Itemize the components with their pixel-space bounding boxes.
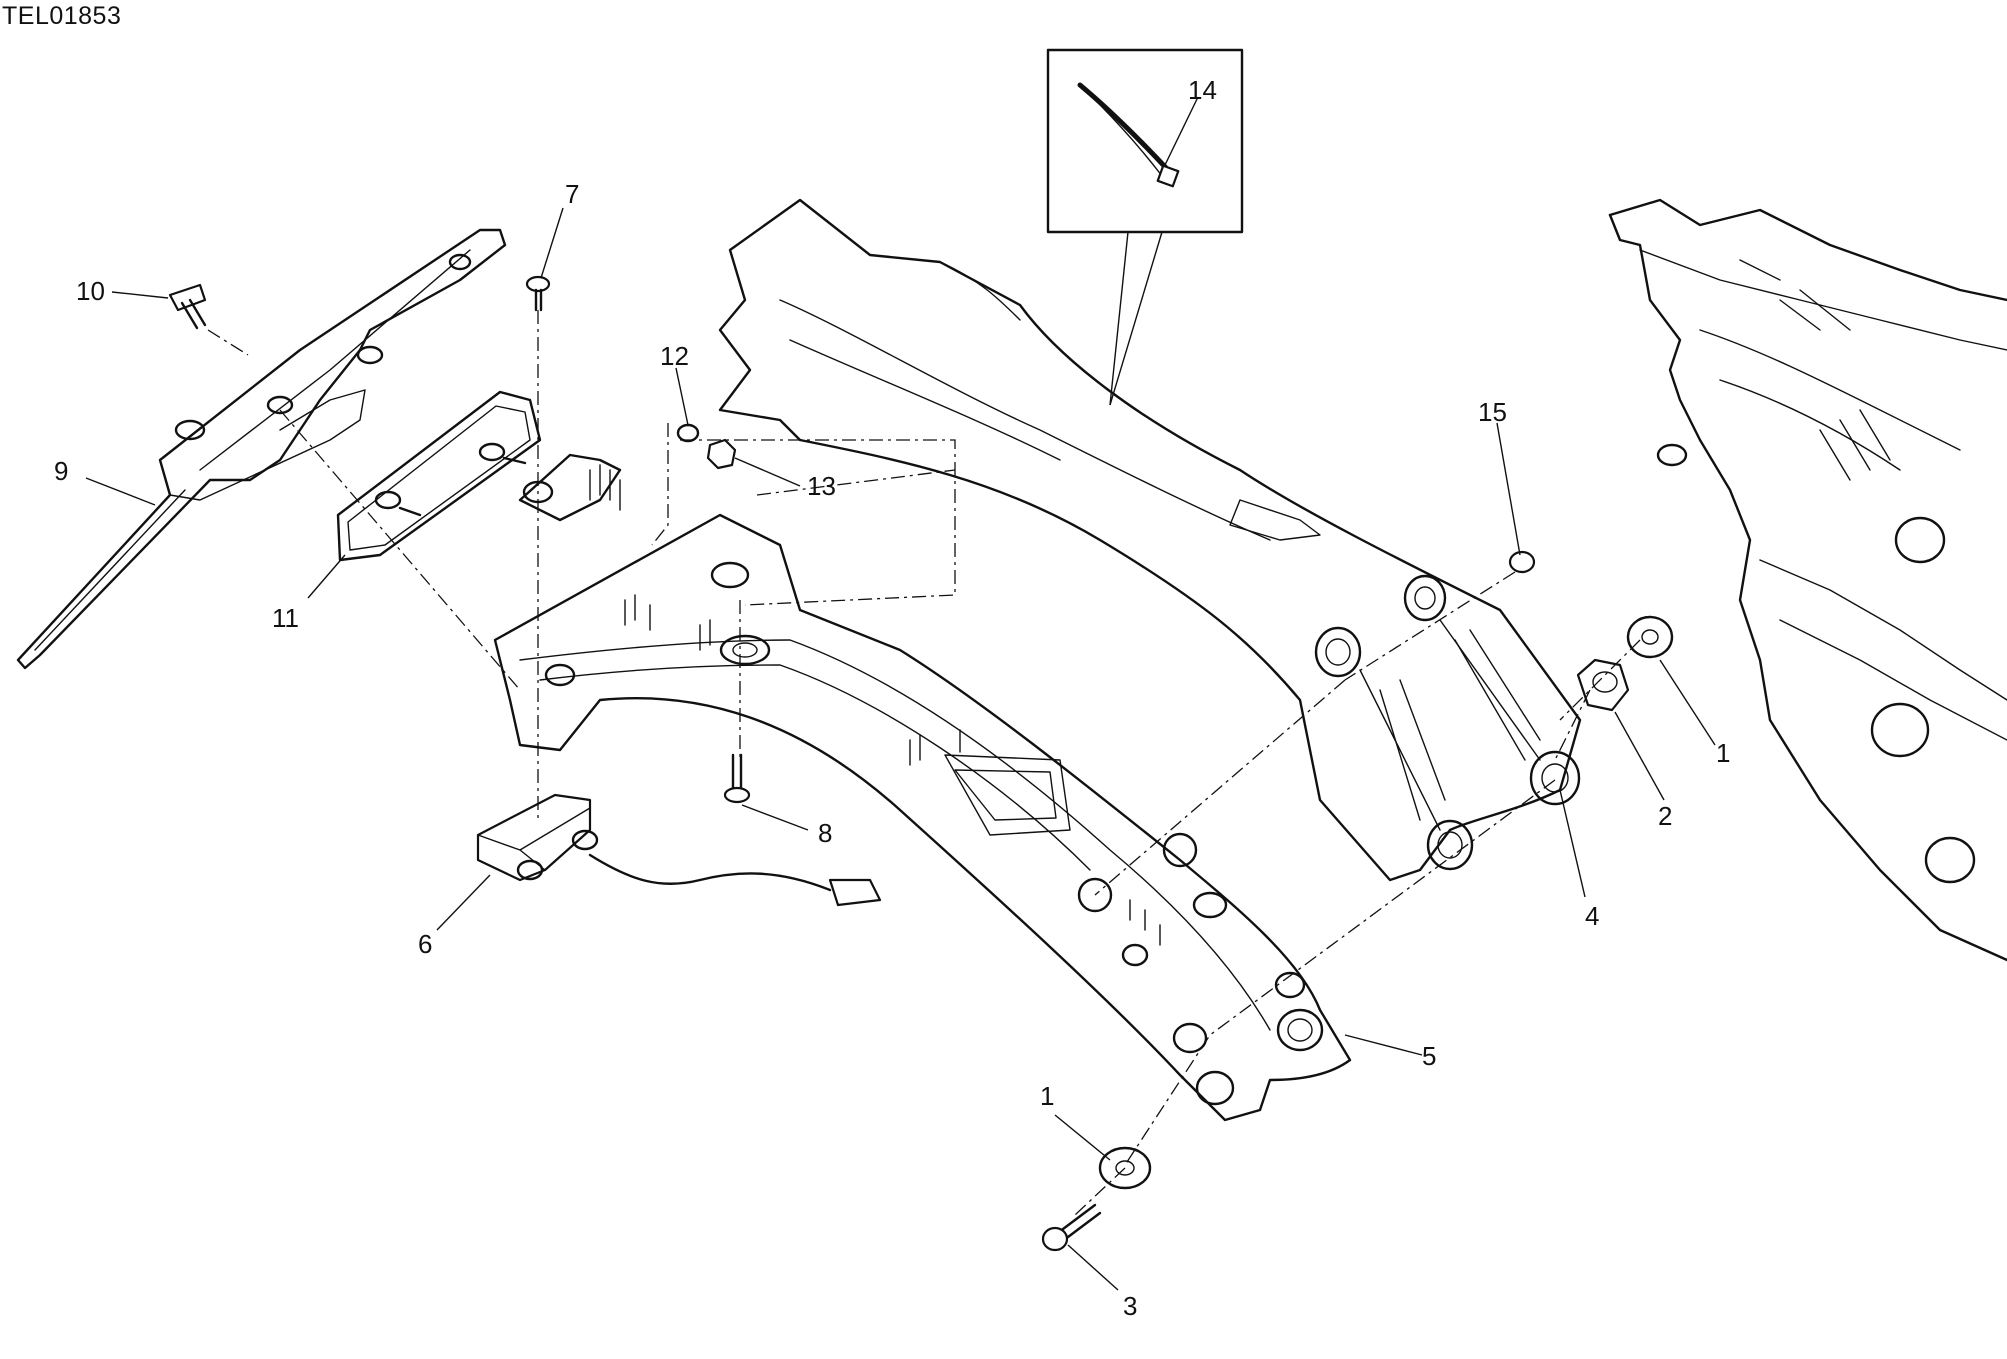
callout-6: 6	[418, 929, 432, 959]
licence-plate-light	[476, 793, 882, 907]
callout-13: 13	[807, 471, 836, 501]
callout-10: 10	[76, 276, 105, 306]
rear-subframe	[718, 198, 1582, 882]
assembly-lines	[207, 310, 1641, 1216]
diagram-reference-code: TEL01853	[2, 2, 122, 30]
callout-4: 4	[1585, 901, 1599, 931]
callout-11: 11	[272, 603, 299, 633]
callout-14: 14	[1188, 75, 1217, 105]
licence-plate-arm	[493, 453, 1352, 1122]
fasteners	[168, 275, 1674, 1252]
callout-8: 8	[818, 818, 832, 848]
callout-9: 9	[54, 456, 68, 486]
leader-lines	[85, 96, 1716, 1291]
reflector	[336, 390, 542, 562]
licence-plate-support	[16, 228, 507, 670]
callout-1-lower: 1	[1040, 1081, 1054, 1111]
callout-7: 7	[565, 179, 579, 209]
rear-frame-side	[1608, 198, 2007, 962]
callout-5: 5	[1422, 1041, 1436, 1071]
callout-12: 12	[660, 341, 689, 371]
callout-3: 3	[1123, 1291, 1137, 1321]
callout-2: 2	[1658, 801, 1672, 831]
callout-labels: 10 9 11 7 12 13 8 6 14 15 5 4 2 1 1 3	[54, 75, 1730, 1321]
detail-inset-cable-tie	[1046, 48, 1244, 406]
callout-1-right: 1	[1716, 738, 1730, 768]
callout-15: 15	[1478, 397, 1507, 427]
